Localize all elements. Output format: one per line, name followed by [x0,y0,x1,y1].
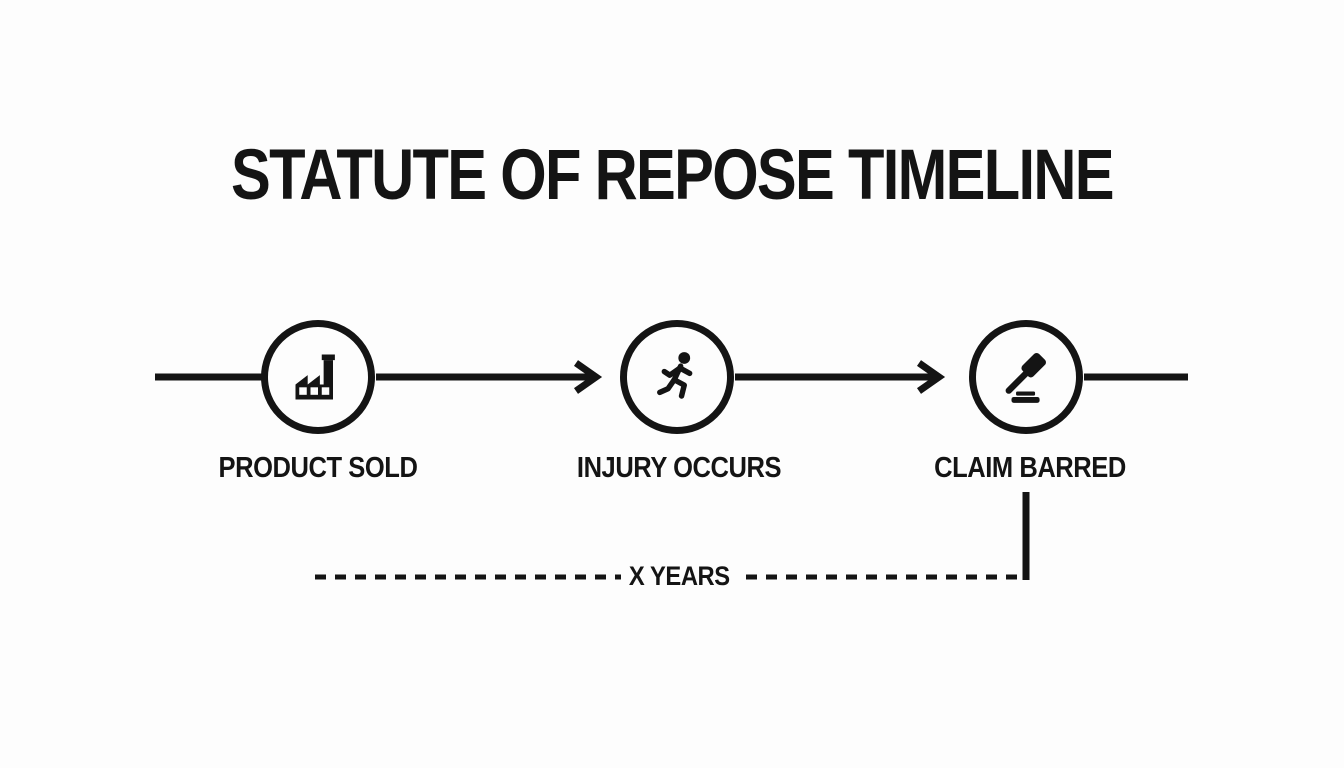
node-label-claim-barred: CLAIM BARRED [934,452,1126,484]
node-label-injury-occurs: INJURY OCCURS [576,452,782,484]
arrow-head-icon [573,360,603,394]
arrow-head-icon [916,360,946,394]
timeline-node-product-sold [261,320,375,434]
page-title-text: STATUTE OF REPOSE TIMELINE [231,136,1115,215]
timeline-node-injury-occurs [620,320,734,434]
gavel-icon [1005,352,1046,403]
span-label-x-years: X YEARS [628,561,730,591]
node-label-product-sold: PRODUCT SOLD [218,452,418,484]
running-person-icon [657,352,693,399]
page-title: STATUTE OF REPOSE TIMELINE [0,140,1344,211]
timeline-node-claim-barred [969,320,1083,434]
factory-icon [295,354,335,400]
